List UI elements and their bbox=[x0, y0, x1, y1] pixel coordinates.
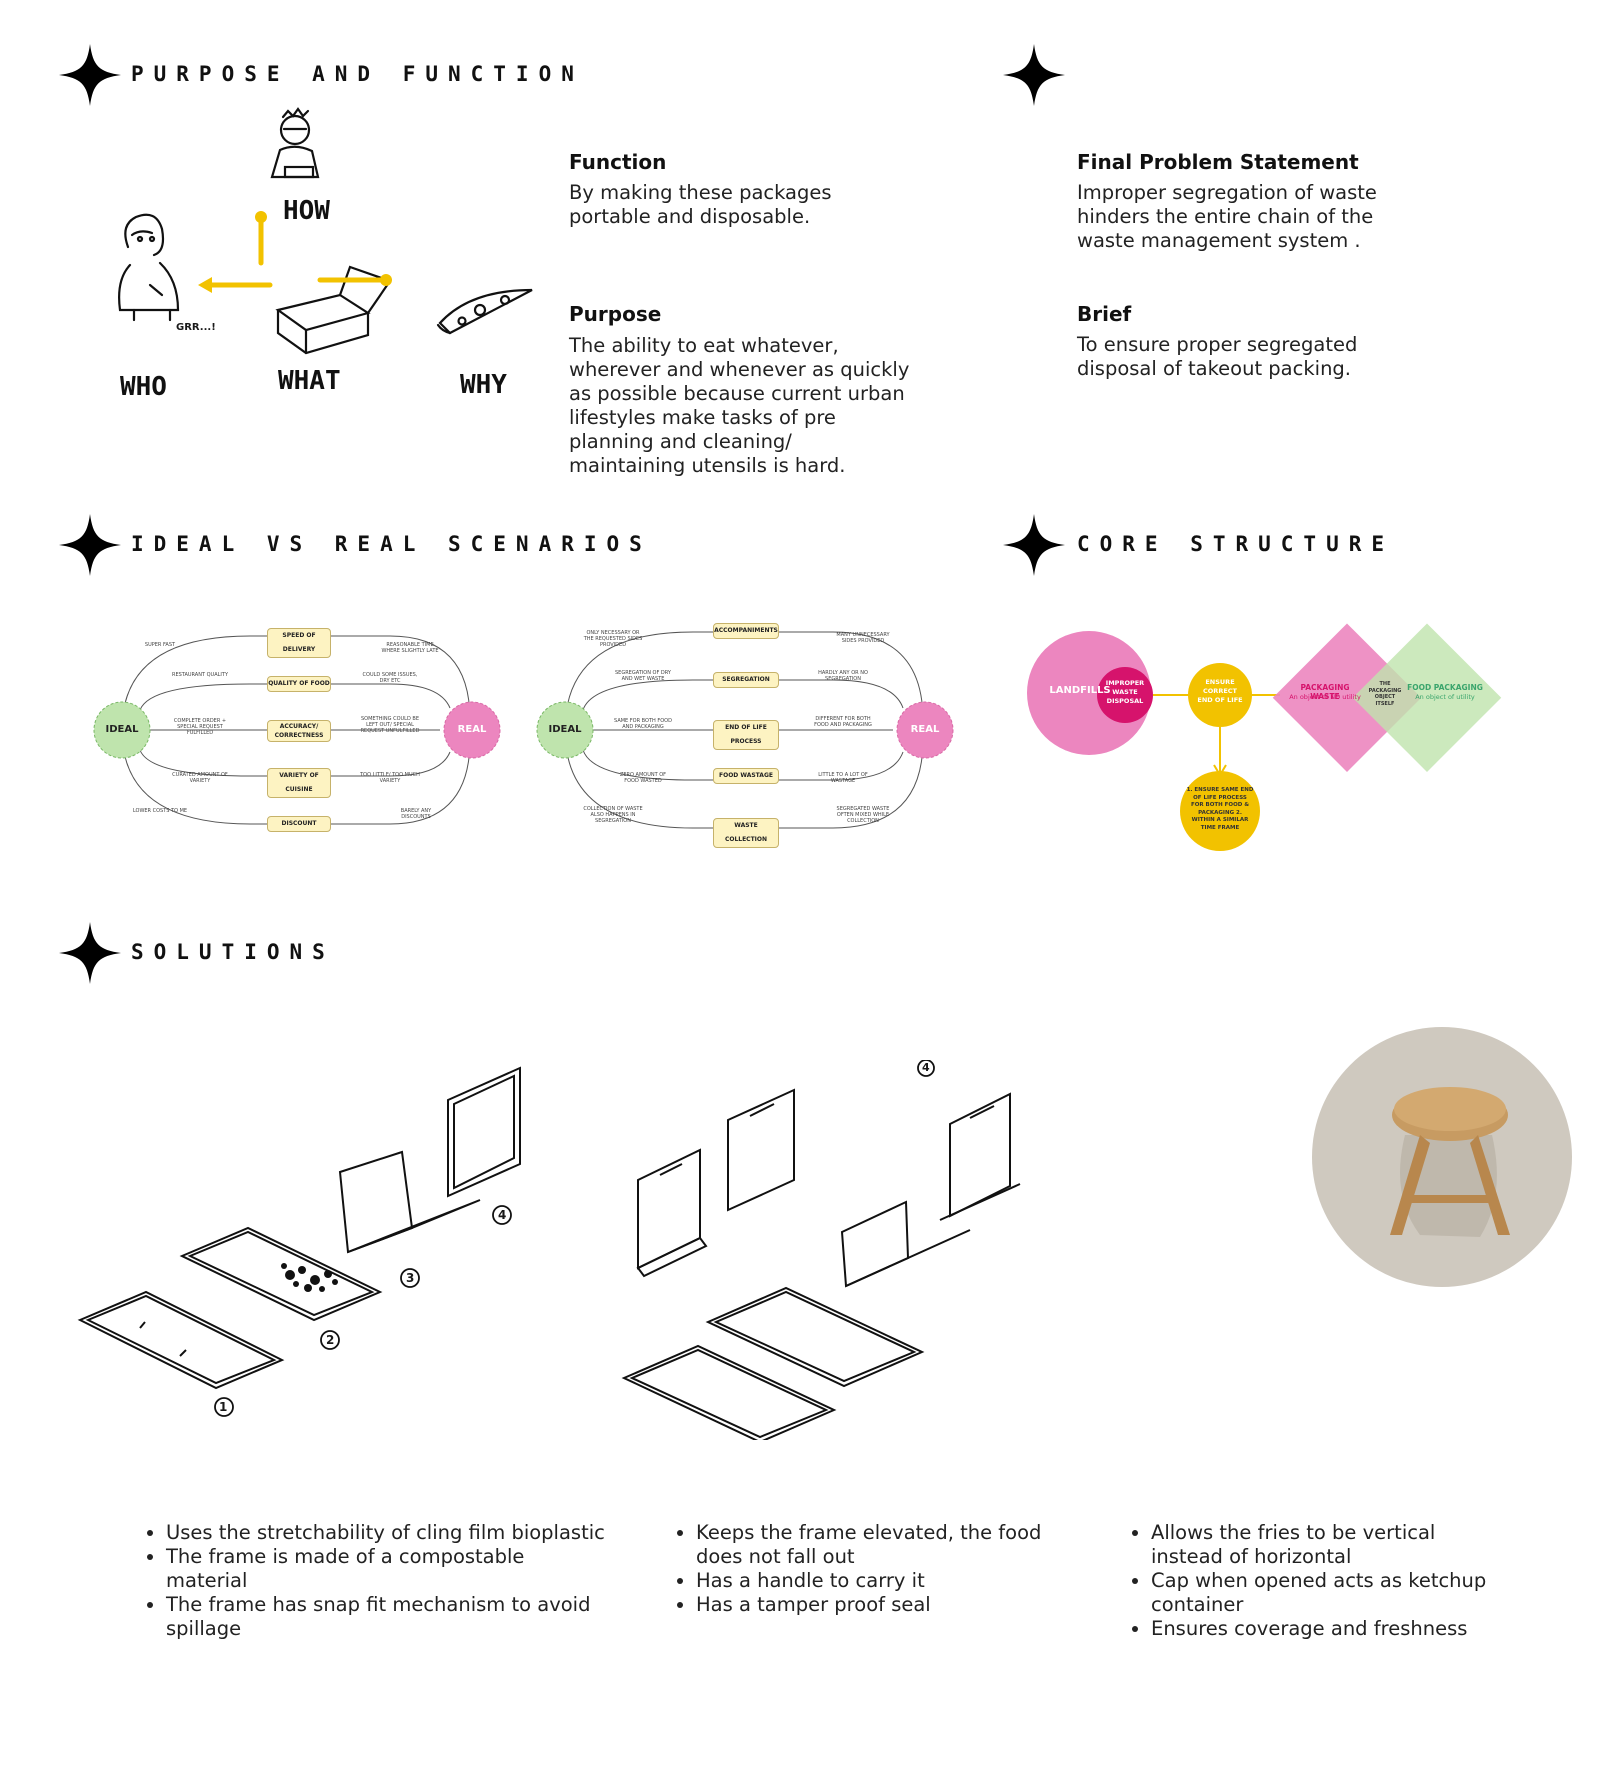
star-bullet-icon bbox=[1003, 44, 1065, 106]
section-title-core: CORE STRUCTURE bbox=[1077, 532, 1395, 556]
landfills-label: LANDFILLS bbox=[1049, 685, 1111, 696]
packaging-frame-sketches bbox=[77, 1060, 1021, 1440]
ideal-side-label: LOWER COSTS TO ME bbox=[132, 808, 188, 814]
step-number: 1 bbox=[219, 1400, 228, 1414]
purpose-title: Purpose bbox=[569, 302, 662, 326]
brief-text: To ensure proper segregated disposal of … bbox=[1077, 333, 1358, 380]
solution-bullets-3: Allows the fries to be vertical instead … bbox=[1133, 1521, 1511, 1641]
real-side-label: SOMETHING COULD BE LEFT OUT/ SPECIAL REQ… bbox=[360, 716, 420, 734]
packaging-object-label: THE PACKAGING OBJECT ITSELF bbox=[1368, 681, 1402, 707]
bullet-item: The frame is made of a compostable mater… bbox=[166, 1545, 606, 1593]
section-title-solutions: SOLUTIONS bbox=[131, 940, 335, 964]
solution-bullets-1: Uses the stretchability of cling film bi… bbox=[148, 1521, 606, 1641]
step-number: 4 bbox=[498, 1208, 507, 1222]
step-number: 2 bbox=[326, 1333, 335, 1347]
diagram-pill: VARIETY OF CUISINE bbox=[267, 768, 331, 798]
improper-disposal-label: IMPROPER WASTE DISPOSAL bbox=[1105, 679, 1145, 705]
bullet-item: The frame has snap fit mechanism to avoi… bbox=[166, 1593, 606, 1641]
core-structure-diagram: LANDFILLS IMPROPER WASTE DISPOSAL ENSURE… bbox=[1020, 605, 1520, 865]
step-number: 3 bbox=[406, 1271, 415, 1285]
ideal-side-label: ZERO AMOUNT OF FOOD WASTED bbox=[619, 772, 667, 784]
ideal-side-label: SEGREGATION OF DRY AND WET WASTE bbox=[614, 670, 671, 682]
real-side-label: TOO LITTLE/ TOO MUCH VARIETY bbox=[360, 772, 420, 784]
ideal-real-diagram-2: IDEAL REAL ACCOMPANIMENTS ONLY NECESSARY… bbox=[533, 620, 963, 848]
function-text: By making these packages portable and di… bbox=[569, 181, 832, 228]
diagram-pill: END OF LIFE PROCESS bbox=[713, 720, 779, 750]
star-bullet-icon bbox=[1003, 514, 1065, 576]
ideal-side-label: SUPER FAST bbox=[144, 642, 176, 648]
ideal-side-label: COLLECTION OF WASTE ALSO HAPPENS IN SEGR… bbox=[583, 806, 643, 824]
bullet-item: Keeps the frame elevated, the food does … bbox=[696, 1521, 1056, 1569]
brief-title: Brief bbox=[1077, 302, 1132, 326]
star-bullet-icon bbox=[59, 922, 121, 984]
diagram-pill: ACCURACY/ CORRECTNESS bbox=[267, 720, 331, 742]
real-side-label: BARELY ANY DISCOUNTS bbox=[400, 808, 432, 820]
bullet-item: Uses the stretchability of cling film bi… bbox=[166, 1521, 606, 1545]
ideal-node: IDEAL bbox=[548, 724, 582, 735]
ideal-side-label: RESTAURANT QUALITY bbox=[171, 672, 228, 678]
packaging-waste-label: PACKAGING WASTE bbox=[1300, 683, 1350, 701]
diagram-pill: FOOD WASTAGE bbox=[713, 768, 779, 784]
diagram-pill: ACCOMPANIMENTS bbox=[713, 623, 779, 639]
star-bullet-icon bbox=[59, 514, 121, 576]
prototype-photo bbox=[1312, 1027, 1572, 1287]
diagram-pill: DISCOUNT bbox=[267, 816, 331, 832]
solution-bullets-2: Keeps the frame elevated, the food does … bbox=[678, 1521, 1056, 1617]
ensure-end-of-life-label: ENSURE CORRECT END OF LIFE bbox=[1197, 678, 1243, 704]
bullet-item: Ensures coverage and freshness bbox=[1151, 1617, 1511, 1641]
real-side-label: MANY UNNECESSARY SIDES PROVIDED bbox=[836, 632, 890, 644]
step-number: 4 bbox=[922, 1061, 930, 1074]
ideal-side-label: SAME FOR BOTH FOOD AND PACKAGING bbox=[614, 718, 672, 730]
sketch-label-how: HOW bbox=[283, 196, 330, 226]
star-bullet-icon bbox=[59, 44, 121, 106]
sketch-label-who: WHO bbox=[120, 372, 167, 402]
real-side-label: DIFFERENT FOR BOTH FOOD AND PACKAGING bbox=[814, 716, 872, 728]
diagram-pill: SPEED OF DELIVERY bbox=[267, 628, 331, 658]
diagram-pill: QUALITY OF FOOD bbox=[267, 676, 331, 692]
sketch-label-grr: GRR...! bbox=[176, 322, 216, 333]
bullet-item: Allows the fries to be vertical instead … bbox=[1151, 1521, 1511, 1569]
bullet-item: Has a handle to carry it bbox=[696, 1569, 1056, 1593]
ideal-side-label: CURATED AMOUNT OF VARIETY bbox=[172, 772, 228, 784]
bullet-item: Cap when opened acts as ketchup containe… bbox=[1151, 1569, 1511, 1617]
real-side-label: COULD SOME ISSUES, DRY ETC bbox=[362, 672, 418, 684]
sketch-label-what: WHAT bbox=[278, 366, 341, 396]
who-what-why-sketch bbox=[118, 107, 533, 355]
real-side-label: HARDLY ANY OR NO SEGREGATION bbox=[818, 670, 868, 682]
purpose-text: The ability to eat whatever, wherever an… bbox=[569, 334, 910, 477]
real-side-label: SEGREGATED WASTE OFTEN MIXED WHILE COLLE… bbox=[836, 806, 890, 824]
steps-label: 1. ENSURE SAME END OF LIFE PROCESS FOR B… bbox=[1186, 787, 1254, 831]
ideal-side-label: ONLY NECESSARY OR THE REQUESTED SIDES PR… bbox=[583, 630, 643, 648]
ideal-real-diagram-1: IDEAL REAL SPEED OF DELIVERY SUPER FAST … bbox=[90, 620, 510, 840]
diagram-pill: WASTE COLLECTION bbox=[713, 818, 779, 848]
ideal-node: IDEAL bbox=[105, 724, 139, 735]
section-title-ideal-real: IDEAL VS REAL SCENARIOS bbox=[131, 532, 652, 556]
section-title-purpose: PURPOSE AND FUNCTION bbox=[131, 62, 584, 86]
bullet-item: Has a tamper proof seal bbox=[696, 1593, 1056, 1617]
food-packaging-sub: An object of utility bbox=[1415, 693, 1475, 701]
real-node: REAL bbox=[457, 724, 487, 735]
diagram-pill: SEGREGATION bbox=[713, 672, 779, 688]
food-packaging-label: FOOD PACKAGING bbox=[1407, 683, 1483, 692]
function-title: Function bbox=[569, 150, 667, 174]
real-side-label: REASONABLE TIME WHERE SLIGHTLY LATE bbox=[381, 642, 439, 654]
real-side-label: LITTLE TO A LOT OF WASTAGE bbox=[818, 772, 868, 784]
problem-title: Final Problem Statement bbox=[1077, 150, 1359, 174]
real-node: REAL bbox=[910, 724, 940, 735]
packaging-waste-sub: An object of NO utility bbox=[1289, 693, 1361, 701]
sketch-label-why: WHY bbox=[460, 370, 507, 400]
problem-text: Improper segregation of waste hinders th… bbox=[1077, 181, 1377, 252]
ideal-side-label: COMPLETE ORDER + SPECIAL REQUEST FULFILL… bbox=[173, 718, 227, 736]
